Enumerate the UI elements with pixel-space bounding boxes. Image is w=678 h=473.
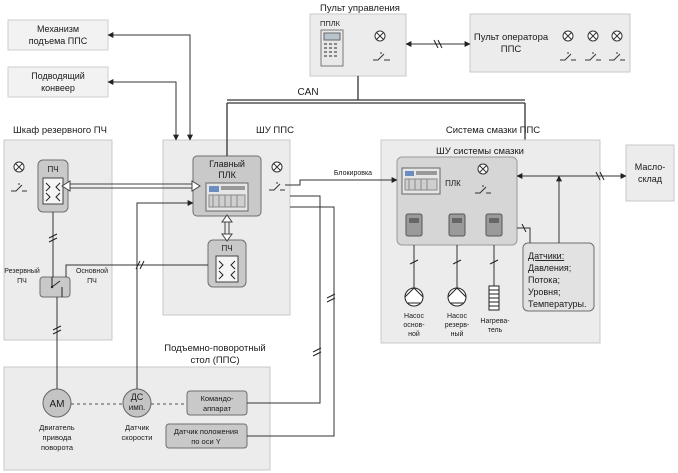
pump-reserve-label-3: ный [451,330,464,338]
switch-icon [585,52,601,61]
frequency-converter-icon [215,255,239,283]
switch-icon [11,183,27,192]
feed-conveyor-box [7,66,109,98]
operator-panel-title-2: ППС [501,44,522,55]
feed-conveyor-label-2: конвеер [41,83,75,93]
transfer-switch-box [39,276,71,298]
lube-shu-title: ШУ системы смазки [436,146,524,157]
sensor-flow: Потока; [528,275,560,285]
operator-panel-box [469,13,631,73]
oil-store-box [625,144,675,202]
motor-am-label: АМ [50,399,65,410]
pplk-device-icon [320,29,344,67]
remote-panel-title: Пульт управления [320,3,400,14]
command-apparatus-label-2: аппарат [203,404,232,413]
shu-pps-title: ШУ ППС [256,125,294,136]
motor-label-2: привода [43,433,73,442]
command-apparatus-label-1: Командо- [200,394,234,403]
blocking-label: Блокировка [334,170,372,177]
reserve-pch-side-label-1: Резервный [4,267,40,275]
lamp-icon [271,161,283,173]
pump-icon [404,287,424,307]
motor-label-3: поворота [41,443,74,452]
heater-label-2: тель [488,327,503,334]
motor-label-1: Двигатель [39,423,74,432]
switch-icon [373,52,390,61]
contactor-icon [448,213,466,237]
turntable-title-2: стол (ППС) [190,355,239,366]
operator-panel-title-1: Пульт оператора [474,32,549,43]
position-y-sensor-label-1: Датчик положения [174,427,238,436]
lube-plc-label: ПЛК [445,179,461,188]
main-pch-side-label-2: ПЧ [87,278,97,285]
main-plc-label-2: ПЛК [218,170,236,180]
lamp-icon [587,30,599,42]
shu-pch-label: ПЧ [221,244,232,253]
contactor-icon [485,213,503,237]
pump-main-label-3: ной [408,330,420,338]
contactor-icon [50,277,63,297]
lamp-icon [374,30,386,42]
lift-mechanism-label-2: подъема ППС [29,36,88,46]
position-y-sensor-label-2: по оси Y [191,437,221,446]
pump-icon [447,287,467,307]
main-plc-label-1: Главный [209,159,245,169]
pump-main-label-2: основ- [403,322,425,329]
contactor-icon [405,213,423,237]
lamp-icon [562,30,574,42]
plc-device-icon [401,167,441,195]
lamp-icon [13,161,25,173]
reserve-pch-side-label-2: ПЧ [17,278,27,285]
heater-icon [488,285,500,311]
plc-device-icon [205,182,249,212]
pump-reserve-label-1: Насос [447,313,467,320]
oil-store-label-2: склад [638,174,663,184]
switch-icon [475,185,491,194]
turntable-title-1: Подъемно-поворотный [164,343,265,354]
switch-icon [609,52,625,61]
lamp-icon [611,30,623,42]
sensors-title: Датчики: [528,251,564,261]
switch-icon [269,182,285,191]
lift-mechanism-box [7,19,109,51]
frequency-converter-icon [42,177,64,205]
reserve-pch-label: ПЧ [47,165,58,174]
sensor-pressure: Давления; [528,263,571,273]
sensor-level: Уровня; [528,287,560,297]
speed-sensor-ds-label-1: ДС [131,392,144,402]
feed-conveyor-label-1: Подводящий [31,71,85,81]
pump-reserve-label-2: резерв- [445,322,470,329]
switch-icon [560,52,576,61]
lamp-icon [477,163,489,175]
pump-main-label-1: Насос [404,313,424,320]
heater-label-1: Нагрева- [480,318,510,325]
speed-sensor-label-1: Датчик [125,423,150,432]
speed-sensor-label-2: скорости [121,433,152,442]
lube-system-title: Система смазки ППС [446,125,540,136]
pplk-label: ППЛК [320,19,341,28]
oil-store-label-1: Масло- [635,162,665,172]
main-pch-side-label-1: Основной [76,267,108,275]
lift-mechanism-label-1: Механизм [37,24,79,34]
sensor-temperature: Температуры. [528,299,586,309]
speed-sensor-ds-label-2: имп. [129,403,146,412]
reserve-cabinet-title: Шкаф резервного ПЧ [13,125,107,136]
can-bus-label: CAN [297,87,318,98]
